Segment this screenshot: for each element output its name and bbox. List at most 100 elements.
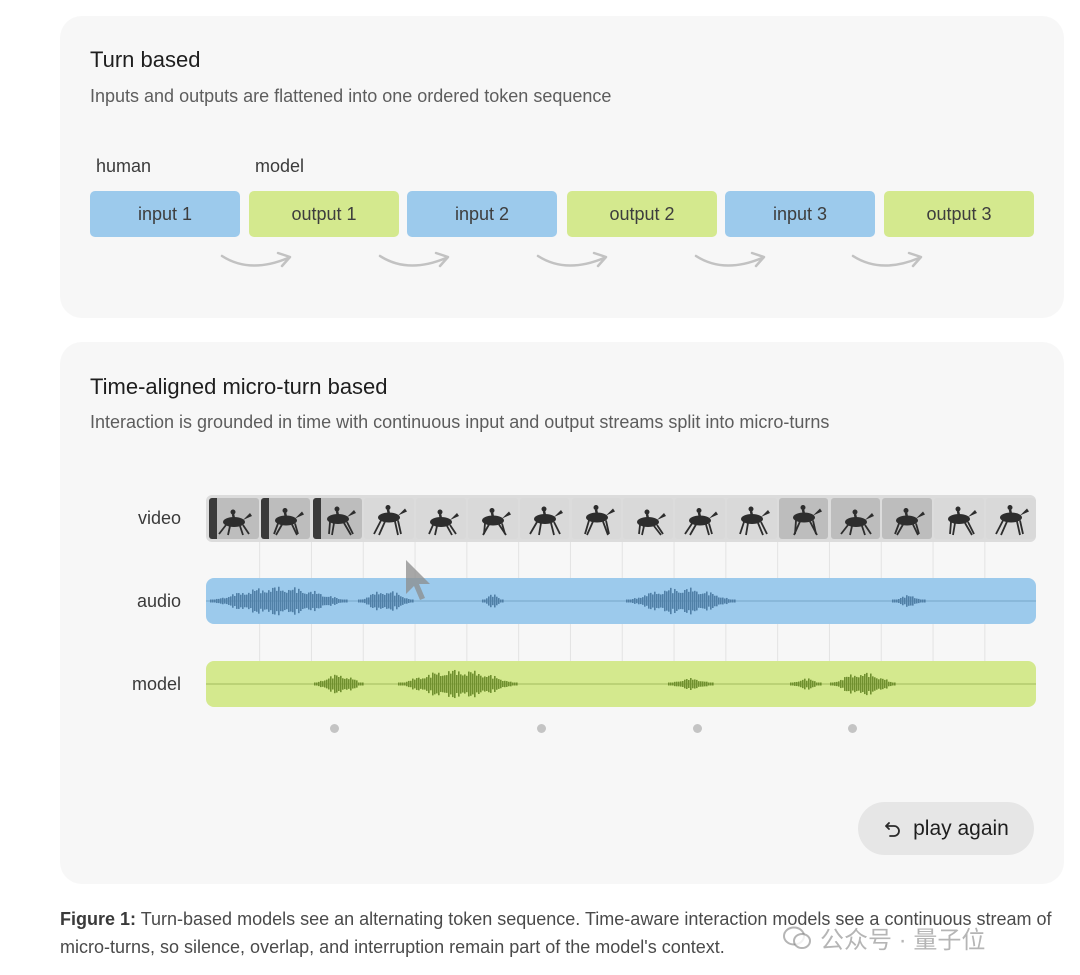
- waveform-bar: [372, 594, 374, 608]
- waveform-bar: [858, 677, 860, 691]
- waveform-bar: [694, 590, 696, 612]
- waveform-bar: [838, 681, 840, 687]
- track-label-video: video: [137, 508, 181, 528]
- waveform-bar: [340, 599, 342, 603]
- waveform-bar: [398, 682, 400, 686]
- waveform-bar: [924, 599, 926, 603]
- video-frame: [416, 498, 466, 539]
- waveform-bar: [470, 672, 472, 696]
- waveform-bar: [500, 679, 502, 689]
- waveform-bar: [696, 679, 698, 689]
- waveform-bar: [324, 680, 326, 688]
- waveform-bar: [320, 680, 322, 688]
- waveform-bar: [290, 590, 292, 612]
- waveform-bar: [268, 590, 270, 612]
- waveform-bar: [636, 598, 638, 604]
- waveform-bar: [668, 590, 670, 612]
- waveform-bar: [508, 681, 510, 687]
- curved-arrow-icon: [220, 251, 292, 268]
- waveform-bar: [356, 680, 358, 688]
- waveform-bar: [344, 678, 346, 690]
- micro-turn-marker: [330, 724, 339, 733]
- waveform-bar: [708, 595, 710, 607]
- waveform-bar: [254, 590, 256, 612]
- waveform-bar: [460, 674, 462, 694]
- video-frame: [675, 498, 725, 539]
- waveform-bar: [362, 599, 364, 603]
- waveform-bar: [696, 591, 698, 611]
- waveform-bar: [304, 593, 306, 609]
- waveform-bar: [692, 591, 694, 611]
- waveform-bar: [646, 596, 648, 606]
- waveform-bar: [482, 677, 484, 691]
- waveform-bar: [364, 598, 366, 604]
- waveform-bar: [252, 589, 254, 613]
- waveform-bar: [250, 593, 252, 609]
- waveform-bar: [678, 681, 680, 687]
- waveform-bar: [314, 590, 316, 612]
- waveform-bar: [214, 599, 216, 603]
- waveform-bar: [334, 597, 336, 605]
- waveform-bar: [384, 594, 386, 608]
- waveform-bar: [642, 597, 644, 605]
- waveform-bar: [842, 680, 844, 688]
- waveform-bar: [514, 682, 516, 686]
- waveform-bar: [714, 595, 716, 607]
- waveform-bar: [328, 678, 330, 690]
- waveform-bar: [394, 595, 396, 607]
- waveform-bar: [684, 589, 686, 613]
- waveform-bar: [484, 676, 486, 692]
- waveform-bar: [278, 586, 280, 616]
- waveform-bar: [716, 595, 718, 607]
- waveform-bar: [490, 675, 492, 693]
- waveform-bar: [684, 679, 686, 689]
- waveform-bar: [798, 681, 800, 687]
- video-stream: [206, 495, 1036, 542]
- waveform-bar: [860, 675, 862, 693]
- waveform-bar: [390, 592, 392, 610]
- waveform-bar: [808, 678, 810, 690]
- waveform-bar: [894, 599, 896, 603]
- audio-waveform: [206, 586, 1036, 616]
- waveform-bar: [456, 674, 458, 694]
- waveform-bar: [222, 597, 224, 605]
- waveform-bar: [728, 599, 730, 603]
- waveform-bar: [922, 599, 924, 603]
- waveform-bar: [882, 678, 884, 690]
- waveform-bar: [488, 596, 490, 606]
- watermark-text: 公众号 · 量子位: [820, 927, 986, 954]
- curved-arrow-icon: [694, 251, 766, 268]
- waveform-bar: [400, 596, 402, 606]
- play-again-button[interactable]: play again: [858, 802, 1034, 855]
- curved-arrow-icon: [378, 251, 450, 268]
- waveform-bar: [342, 599, 344, 603]
- waveform-bar: [916, 598, 918, 604]
- waveform-bar: [444, 675, 446, 693]
- waveform-bar: [516, 682, 518, 686]
- waveform-bar: [876, 678, 878, 690]
- video-frame: [468, 498, 518, 539]
- waveform-bar: [500, 599, 502, 603]
- waveform-bar: [704, 681, 706, 687]
- waveform-bar: [292, 589, 294, 613]
- waveform-bar: [792, 682, 794, 686]
- waveform-bar: [720, 597, 722, 605]
- waveform-bar: [700, 681, 702, 687]
- waveform-bar: [918, 598, 920, 604]
- curved-arrow-icon: [851, 251, 923, 268]
- waveform-bar: [424, 678, 426, 690]
- waveform-bar: [378, 594, 380, 608]
- waveform-bar: [662, 594, 664, 608]
- video-frame: [830, 498, 881, 539]
- waveform-bar: [502, 599, 504, 603]
- waveform-bar: [706, 681, 708, 687]
- video-frame: [519, 498, 570, 539]
- waveform-bar: [426, 677, 428, 691]
- waveform-bar: [712, 593, 714, 609]
- waveform-bar: [892, 599, 894, 603]
- waveform-bar: [840, 679, 842, 689]
- waveform-bar: [388, 593, 390, 609]
- waveform-bar: [256, 590, 258, 612]
- waveform-bar: [458, 671, 460, 697]
- waveform-bar: [322, 596, 324, 606]
